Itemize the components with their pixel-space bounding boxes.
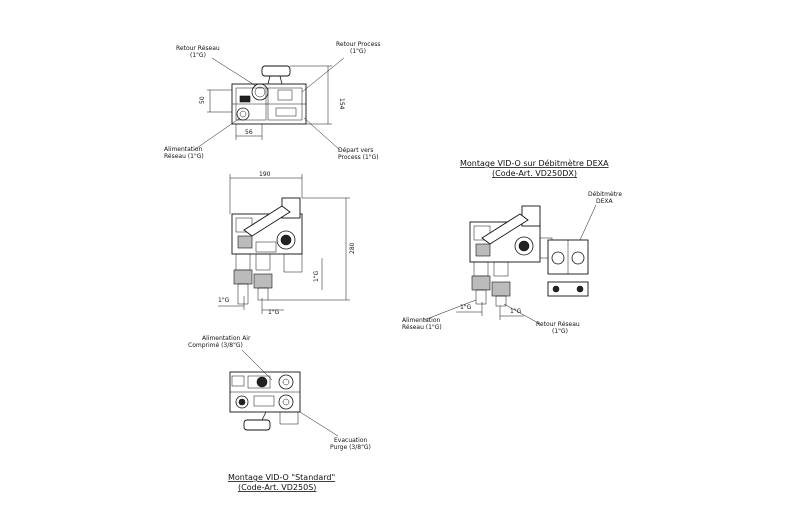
standard-view: Alimentation Air Comprimé (3/8"G) Evacua… — [188, 335, 371, 492]
label-alim-reseau-2: Réseau (1"G) — [164, 153, 204, 160]
dim-280-label: 280 — [349, 242, 356, 254]
label-retour-reseau-2: (1"G) — [190, 52, 206, 59]
label-depart-2: Process (1"G) — [338, 154, 379, 161]
dim-154-label: 154 — [338, 98, 345, 110]
standard-code: (Code-Art. VD250S) — [238, 483, 316, 492]
label-retour-process-2: (1"G) — [350, 48, 366, 55]
fitting-right — [253, 273, 273, 289]
handle-icon — [261, 65, 291, 77]
dexa-view: Montage VID-O sur Débitmètre DEXA (Code-… — [402, 158, 622, 335]
dexa-title: Montage VID-O sur Débitmètre DEXA — [460, 158, 609, 168]
thread-left-label: 1"G — [218, 297, 230, 304]
dexa-thread-right: 1"G — [510, 308, 522, 315]
dexa-thread-left: 1"G — [460, 304, 472, 311]
dexa-code: (Code-Art. VD250DX) — [492, 169, 577, 178]
label-alim-reseau-1: Alimentation — [164, 146, 202, 153]
dexa-label-alim-1: Alimentation — [402, 317, 440, 324]
standard-title: Montage VID-O "Standard" — [228, 473, 335, 482]
label-retour-reseau-1: Retour Réseau — [176, 45, 220, 52]
handle-icon — [243, 419, 271, 431]
dim-56-label: 56 — [245, 129, 253, 136]
dexa-label-retour-1: Retour Réseau — [536, 321, 580, 328]
port-circle — [251, 83, 269, 101]
fitting-left — [233, 269, 253, 285]
thread-right-label: 1"G — [313, 270, 320, 282]
label-debitmetre-1: Débitmètre — [588, 191, 622, 198]
label-alim-air-1: Alimentation Air — [202, 335, 251, 342]
label-evacuation-2: Purge (3/8"G) — [330, 444, 371, 451]
label-retour-process-1: Retour Process — [336, 41, 381, 48]
lever-arm — [243, 205, 291, 237]
thread-bottom-label: 1"G — [268, 309, 280, 316]
port-circle — [236, 107, 250, 121]
top-view: 50 56 154 Retour Réseau (1"G) Retour Pro… — [164, 41, 381, 161]
dim-190-label: 190 — [259, 171, 271, 178]
label-evacuation-1: Evacuation — [334, 437, 367, 444]
front-view: 190 280 1"G 1"G 1"G — [218, 171, 356, 316]
label-alim-air-2: Comprimé (3/8"G) — [188, 342, 243, 349]
dexa-label-retour-2: (1"G) — [552, 328, 568, 335]
label-depart-1: Départ vers — [338, 147, 373, 154]
dexa-label-alim-2: Réseau (1"G) — [402, 324, 442, 331]
label-debitmetre-2: DEXA — [596, 198, 614, 205]
dim-50-label: 50 — [199, 96, 206, 104]
